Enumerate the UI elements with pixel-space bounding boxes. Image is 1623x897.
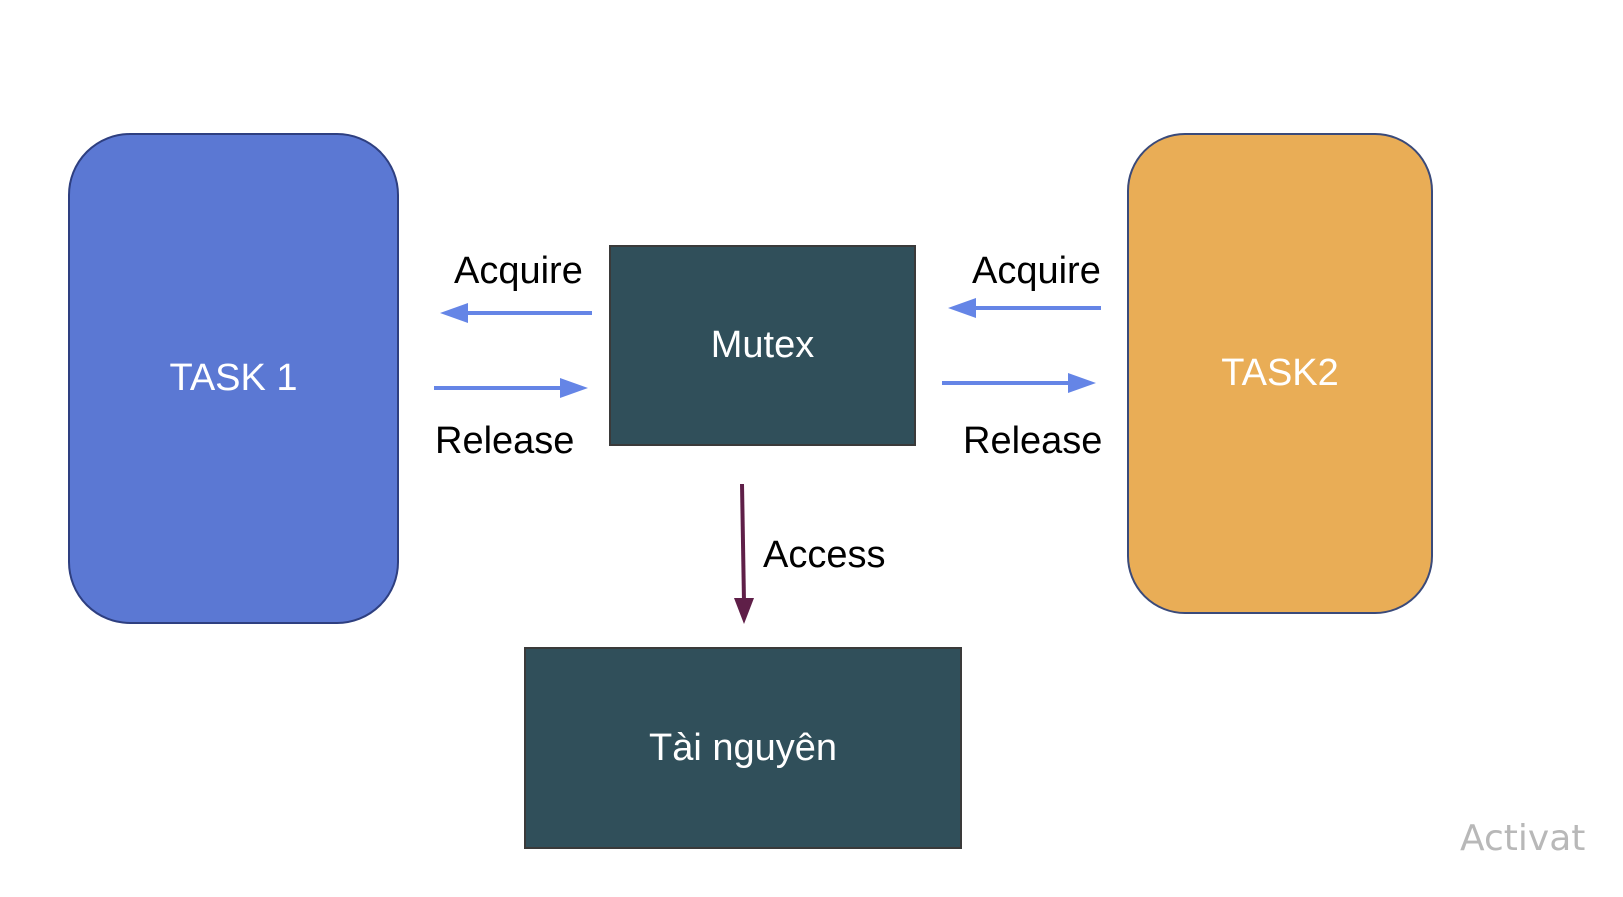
arrow-acquire-left bbox=[440, 303, 592, 323]
mutex-label: Mutex bbox=[710, 324, 815, 366]
access-label: Access bbox=[763, 534, 886, 576]
release-left-label: Release bbox=[435, 420, 575, 462]
resource-node: Tài nguyên bbox=[524, 647, 962, 849]
task1-label: TASK 1 bbox=[169, 357, 298, 399]
task2-label: TASK2 bbox=[1221, 352, 1339, 394]
acquire-right-label: Acquire bbox=[972, 250, 1101, 292]
task2-node: TASK2 bbox=[1127, 133, 1433, 614]
arrow-acquire-right bbox=[948, 298, 1101, 318]
resource-label: Tài nguyên bbox=[648, 726, 837, 769]
arrow-release-right bbox=[942, 373, 1096, 393]
arrow-release-left bbox=[434, 378, 588, 398]
arrow-access bbox=[734, 483, 754, 624]
task1-node: TASK 1 bbox=[68, 133, 399, 624]
activation-watermark: Activat bbox=[1460, 818, 1586, 859]
release-right-label: Release bbox=[963, 420, 1103, 462]
acquire-left-label: Acquire bbox=[454, 250, 583, 292]
mutex-node: Mutex bbox=[609, 245, 916, 446]
